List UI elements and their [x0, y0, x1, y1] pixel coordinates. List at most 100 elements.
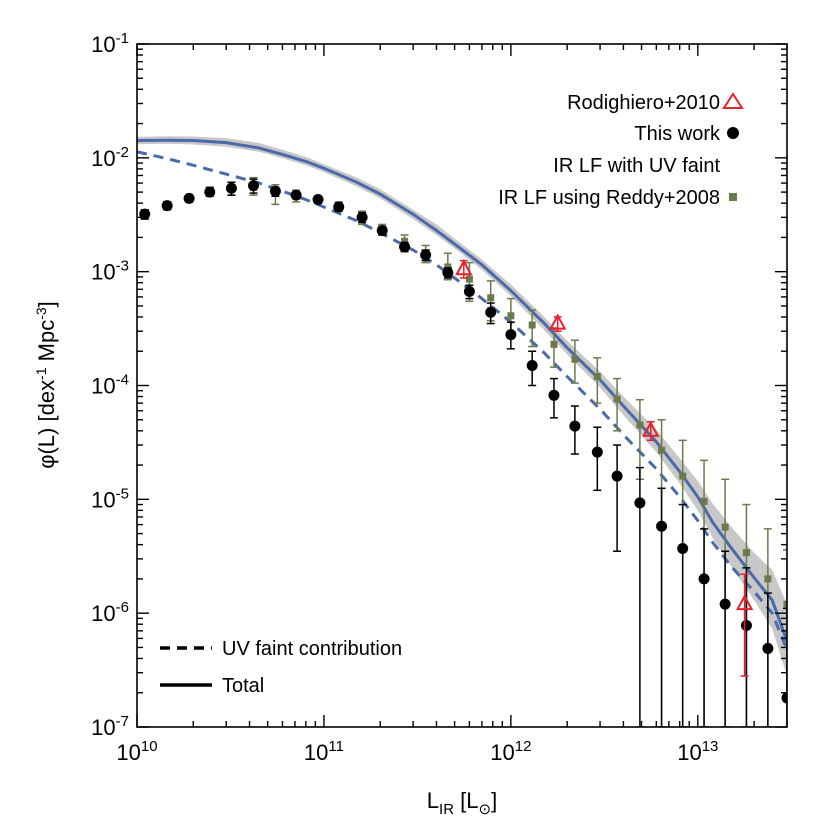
circle-marker — [290, 189, 302, 201]
circle-point — [591, 426, 603, 492]
legend-marker-triangle — [722, 92, 744, 109]
legend-label-uv-faint: IR LF with UV faint — [553, 155, 720, 177]
circle-marker — [356, 211, 368, 223]
circle-point — [569, 405, 581, 455]
circle-point — [376, 224, 388, 236]
square-marker — [550, 340, 558, 348]
square-marker — [465, 275, 473, 283]
square-marker — [721, 523, 729, 531]
square-marker — [742, 549, 750, 557]
data-points — [139, 176, 826, 727]
circle-marker — [333, 201, 345, 213]
circle-point — [548, 377, 560, 419]
circle-point — [161, 200, 173, 212]
uv-faint-dashed-curve — [137, 150, 787, 651]
square-marker — [401, 237, 409, 245]
circle-marker — [526, 359, 538, 371]
y-tick-label: 10-5 — [91, 485, 129, 512]
circle-point — [420, 249, 432, 262]
circle-point — [204, 186, 216, 198]
uncertainty-band — [137, 136, 787, 677]
square-marker — [818, 671, 825, 678]
circle-marker — [312, 194, 324, 206]
circle-point — [463, 284, 475, 300]
y-tick-label: 10-6 — [91, 599, 129, 626]
circle-point — [248, 178, 260, 194]
circle-point — [485, 302, 497, 325]
legend-top-right: Rodighiero+2010 This work IR LF with UV … — [498, 92, 744, 209]
circle-marker — [161, 200, 173, 212]
svg-text:LIR [L⊙]: LIR [L⊙] — [427, 788, 497, 818]
square-marker — [507, 312, 515, 320]
circle-marker — [698, 573, 710, 585]
x-tick-label: 1012 — [490, 738, 531, 765]
total-uncertainty-band — [137, 136, 787, 677]
circle-marker — [762, 642, 774, 654]
circle-marker — [719, 598, 731, 610]
circle-marker — [656, 520, 668, 532]
triangle-marker — [735, 594, 754, 611]
circle-marker — [548, 389, 560, 401]
x-tick-label: 1013 — [677, 738, 718, 765]
circle-marker — [376, 224, 388, 236]
triangle-marker — [549, 313, 567, 330]
circle-marker — [781, 692, 787, 704]
y-tick-label: 10-7 — [91, 713, 129, 740]
y-tick-label: 10-4 — [91, 372, 129, 399]
circle-marker — [611, 470, 623, 482]
legend-label-total: Total — [222, 675, 264, 697]
circle-marker — [634, 497, 646, 509]
circle-marker — [204, 186, 216, 198]
circle-point — [677, 503, 689, 727]
x-tick-label: 1010 — [116, 738, 157, 765]
square-point — [613, 377, 622, 432]
circle-point — [225, 181, 237, 196]
x-tick-label: 1011 — [304, 738, 344, 765]
square-marker — [783, 600, 787, 608]
triangle-open-point — [735, 573, 754, 677]
triangle-open-point — [549, 313, 567, 332]
square-marker — [571, 355, 579, 363]
circle-marker — [420, 249, 432, 261]
circle-marker — [183, 192, 195, 204]
square-point — [804, 587, 812, 727]
circle-point — [762, 592, 774, 727]
square-point — [818, 638, 826, 727]
y-tick-label: 10-1 — [91, 30, 129, 57]
circle-marker — [505, 329, 517, 341]
total-solid-curve — [137, 138, 787, 642]
x-axis-label: LIR [L⊙] — [427, 788, 497, 818]
circle-point — [442, 267, 454, 279]
legend-label-reddy: IR LF using Reddy+2008 — [498, 187, 720, 209]
square-marker — [636, 421, 644, 429]
legend-label-this-work: This work — [634, 123, 721, 145]
circle-point — [719, 550, 731, 727]
y-tick-label: 10-2 — [91, 144, 129, 171]
circle-point — [698, 528, 710, 727]
circle-point — [399, 241, 411, 253]
square-marker — [805, 640, 812, 647]
circle-marker — [225, 182, 237, 194]
square-marker — [444, 263, 452, 271]
triangle-open-point — [642, 420, 660, 442]
square-marker — [679, 472, 687, 480]
circle-point — [183, 192, 195, 204]
square-point — [528, 309, 537, 348]
circle-point — [269, 185, 281, 197]
circle-point — [356, 211, 368, 224]
circle-point — [740, 567, 752, 727]
circle-marker — [569, 420, 581, 432]
square-marker — [613, 395, 621, 403]
triangle-marker — [642, 420, 660, 437]
circle-marker — [591, 446, 603, 458]
circle-point — [333, 201, 345, 213]
circle-marker — [269, 185, 281, 197]
square-marker — [528, 321, 536, 329]
legend-marker-square — [729, 193, 737, 201]
circle-marker — [463, 285, 475, 297]
y-axis-label: φ(L) [dex-1 Mpc-3] — [33, 301, 59, 469]
plot-area — [137, 136, 826, 727]
legend-bottom-left: UV faint contribution Total — [160, 638, 402, 697]
